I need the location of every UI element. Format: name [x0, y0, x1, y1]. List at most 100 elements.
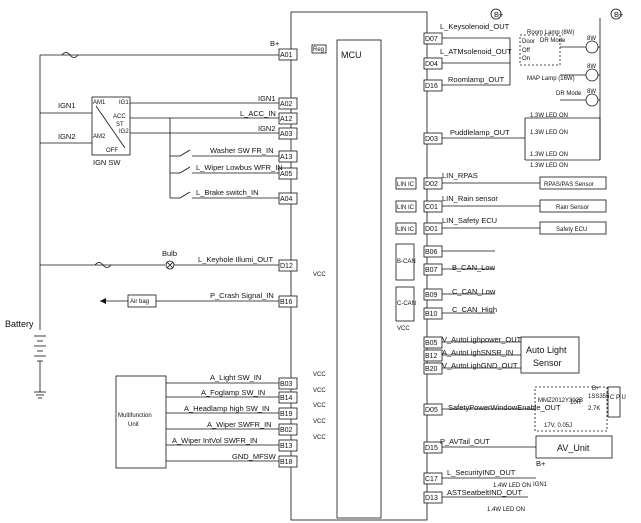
svg-text:VCC: VCC	[313, 419, 326, 425]
svg-text:A_Light SW_IN: A_Light SW_IN	[210, 373, 261, 382]
svg-text:C17: C17	[425, 476, 438, 483]
svg-text:L_ATMsolenoid_OUT: L_ATMsolenoid_OUT	[440, 47, 512, 56]
svg-text:D15: D15	[425, 445, 438, 452]
svg-text:Off: Off	[522, 48, 530, 54]
svg-text:OFF: OFF	[106, 148, 118, 154]
av-unit-box	[535, 435, 613, 459]
svg-text:ASTSeatbeltIND_OUT: ASTSeatbeltIND_OUT	[447, 488, 522, 497]
svg-text:A_Wiper IntVol SWFR_IN: A_Wiper IntVol SWFR_IN	[172, 436, 257, 445]
svg-text:B+: B+	[494, 10, 504, 19]
svg-text:B10: B10	[425, 311, 438, 318]
svg-text:B09: B09	[425, 292, 438, 299]
svg-text:RPAS/PAS Sensor: RPAS/PAS Sensor	[544, 182, 594, 188]
svg-text:On: On	[522, 56, 530, 62]
svg-text:B02: B02	[280, 427, 293, 434]
svg-text:B06: B06	[425, 249, 438, 256]
svg-text:L_Keysolenoid_OUT: L_Keysolenoid_OUT	[440, 22, 510, 31]
svg-text:L_Keyhole Illumi_OUT: L_Keyhole Illumi_OUT	[198, 255, 273, 264]
svg-text:ST: ST	[116, 122, 124, 128]
multifunction-unit	[115, 375, 279, 469]
svg-text:D05: D05	[425, 407, 438, 414]
svg-text:D13: D13	[425, 495, 438, 502]
svg-text:ACC: ACC	[113, 114, 126, 120]
svg-text:Washer SW FR_IN: Washer SW FR_IN	[210, 146, 273, 155]
svg-text:Unit: Unit	[128, 422, 139, 428]
svg-text:LIN IC: LIN IC	[397, 205, 415, 211]
svg-text:B13: B13	[280, 443, 293, 450]
svg-text:17V, 0.05J: 17V, 0.05J	[544, 423, 572, 429]
svg-text:Auto Light: Auto Light	[526, 345, 567, 355]
svg-text:B_CAN_Low: B_CAN_Low	[452, 263, 496, 272]
svg-text:SafetyPowerWindowEnable_OUT: SafetyPowerWindowEnable_OUT	[448, 403, 561, 412]
svg-text:B12: B12	[425, 353, 438, 360]
svg-text:D03: D03	[425, 136, 438, 143]
svg-text:D01: D01	[425, 226, 438, 233]
svg-text:VCC: VCC	[313, 272, 326, 278]
svg-text:DR Mode: DR Mode	[540, 38, 566, 44]
reg-box	[311, 44, 327, 54]
bulb-label: Bulb	[162, 249, 177, 258]
svg-text:8W: 8W	[587, 89, 596, 95]
svg-text:MMZ2012Y302B: MMZ2012Y302B	[538, 398, 583, 404]
battery-label: Battery	[5, 319, 34, 329]
svg-text:A_Foglamp SW_IN: A_Foglamp SW_IN	[201, 388, 265, 397]
svg-text:IGN2: IGN2	[258, 124, 276, 133]
svg-text:VCC: VCC	[313, 435, 326, 441]
puddle-lamp-leds	[524, 117, 601, 161]
svg-text:AV_Unit: AV_Unit	[557, 443, 590, 453]
input-switches	[169, 118, 279, 199]
svg-text:LIN IC: LIN IC	[397, 182, 415, 188]
svg-text:C-CAN: C-CAN	[397, 301, 416, 307]
svg-text:B-CAN: B-CAN	[397, 259, 416, 265]
svg-text:B05: B05	[425, 340, 438, 347]
svg-text:Multifunction: Multifunction	[118, 413, 152, 419]
svg-text:L_Brake switch_IN: L_Brake switch_IN	[196, 188, 259, 197]
right-pin-column: D07 L_Keysolenoid_OUT D04 L_ATMsolenoid_…	[423, 22, 561, 504]
svg-text:IGN1: IGN1	[58, 101, 76, 110]
svg-text:GND_MFSW: GND_MFSW	[232, 452, 277, 461]
svg-text:IGN2: IGN2	[58, 132, 76, 141]
auto-light-sensor-box	[520, 336, 580, 374]
ign-switch	[40, 96, 279, 156]
svg-text:C_CAN_High: C_CAN_High	[452, 305, 497, 314]
svg-text:LIN_Rain sensor: LIN_Rain sensor	[442, 194, 498, 203]
svg-text:A_Headlamp high SW_IN: A_Headlamp high SW_IN	[184, 404, 269, 413]
svg-text:8W: 8W	[587, 64, 596, 70]
svg-text:IGN1: IGN1	[258, 94, 276, 103]
svg-text:D04: D04	[425, 61, 438, 68]
svg-text:A02: A02	[280, 101, 293, 108]
svg-text:C01: C01	[425, 204, 438, 211]
svg-text:IG1: IG1	[119, 100, 129, 106]
svg-text:Safety ECU: Safety ECU	[556, 227, 587, 233]
rpas-sensor-box	[539, 176, 607, 190]
svg-text:B19: B19	[280, 411, 293, 418]
airbag	[100, 294, 279, 308]
svg-text:D07: D07	[425, 36, 438, 43]
svg-text:1.4W LED ON: 1.4W LED ON	[493, 483, 531, 489]
svg-text:B+: B+	[536, 459, 546, 468]
svg-text:10R: 10R	[570, 400, 582, 406]
svg-text:1.3W LED ON: 1.3W LED ON	[530, 130, 568, 136]
svg-text:D12: D12	[280, 263, 293, 270]
svg-text:VCC: VCC	[313, 372, 326, 378]
airbag-label: Air bag	[130, 299, 149, 305]
svg-text:C P U: C P U	[610, 395, 626, 401]
svg-text:1SS355: 1SS355	[588, 394, 610, 400]
svg-text:B14: B14	[280, 395, 293, 402]
bcan-box	[395, 243, 415, 281]
pin-box	[278, 48, 298, 61]
svg-text:B16: B16	[280, 299, 293, 306]
svg-text:Puddlelamp_OUT: Puddlelamp_OUT	[450, 128, 510, 137]
svg-text:V_AutoLighpower_OUT: V_AutoLighpower_OUT	[442, 335, 522, 344]
svg-text:Room Lamp (8W): Room Lamp (8W)	[527, 30, 574, 36]
pin-label: A01	[280, 52, 293, 59]
svg-text:A_AutoLighSNSR_IN: A_AutoLighSNSR_IN	[442, 348, 513, 357]
svg-text:A12: A12	[280, 116, 293, 123]
rain-sensor-box	[539, 199, 607, 213]
left-pin-column: A01 A02 IGN1 A12 L_ACC_IN A03 IGN2 A13 W…	[172, 48, 298, 468]
svg-text:LIN_Safety ECU: LIN_Safety ECU	[442, 216, 497, 225]
svg-text:IGN1: IGN1	[533, 482, 548, 488]
ccan-box	[395, 286, 415, 322]
svg-text:DR Mode: DR Mode	[556, 91, 582, 97]
svg-text:AM2: AM2	[93, 134, 106, 140]
